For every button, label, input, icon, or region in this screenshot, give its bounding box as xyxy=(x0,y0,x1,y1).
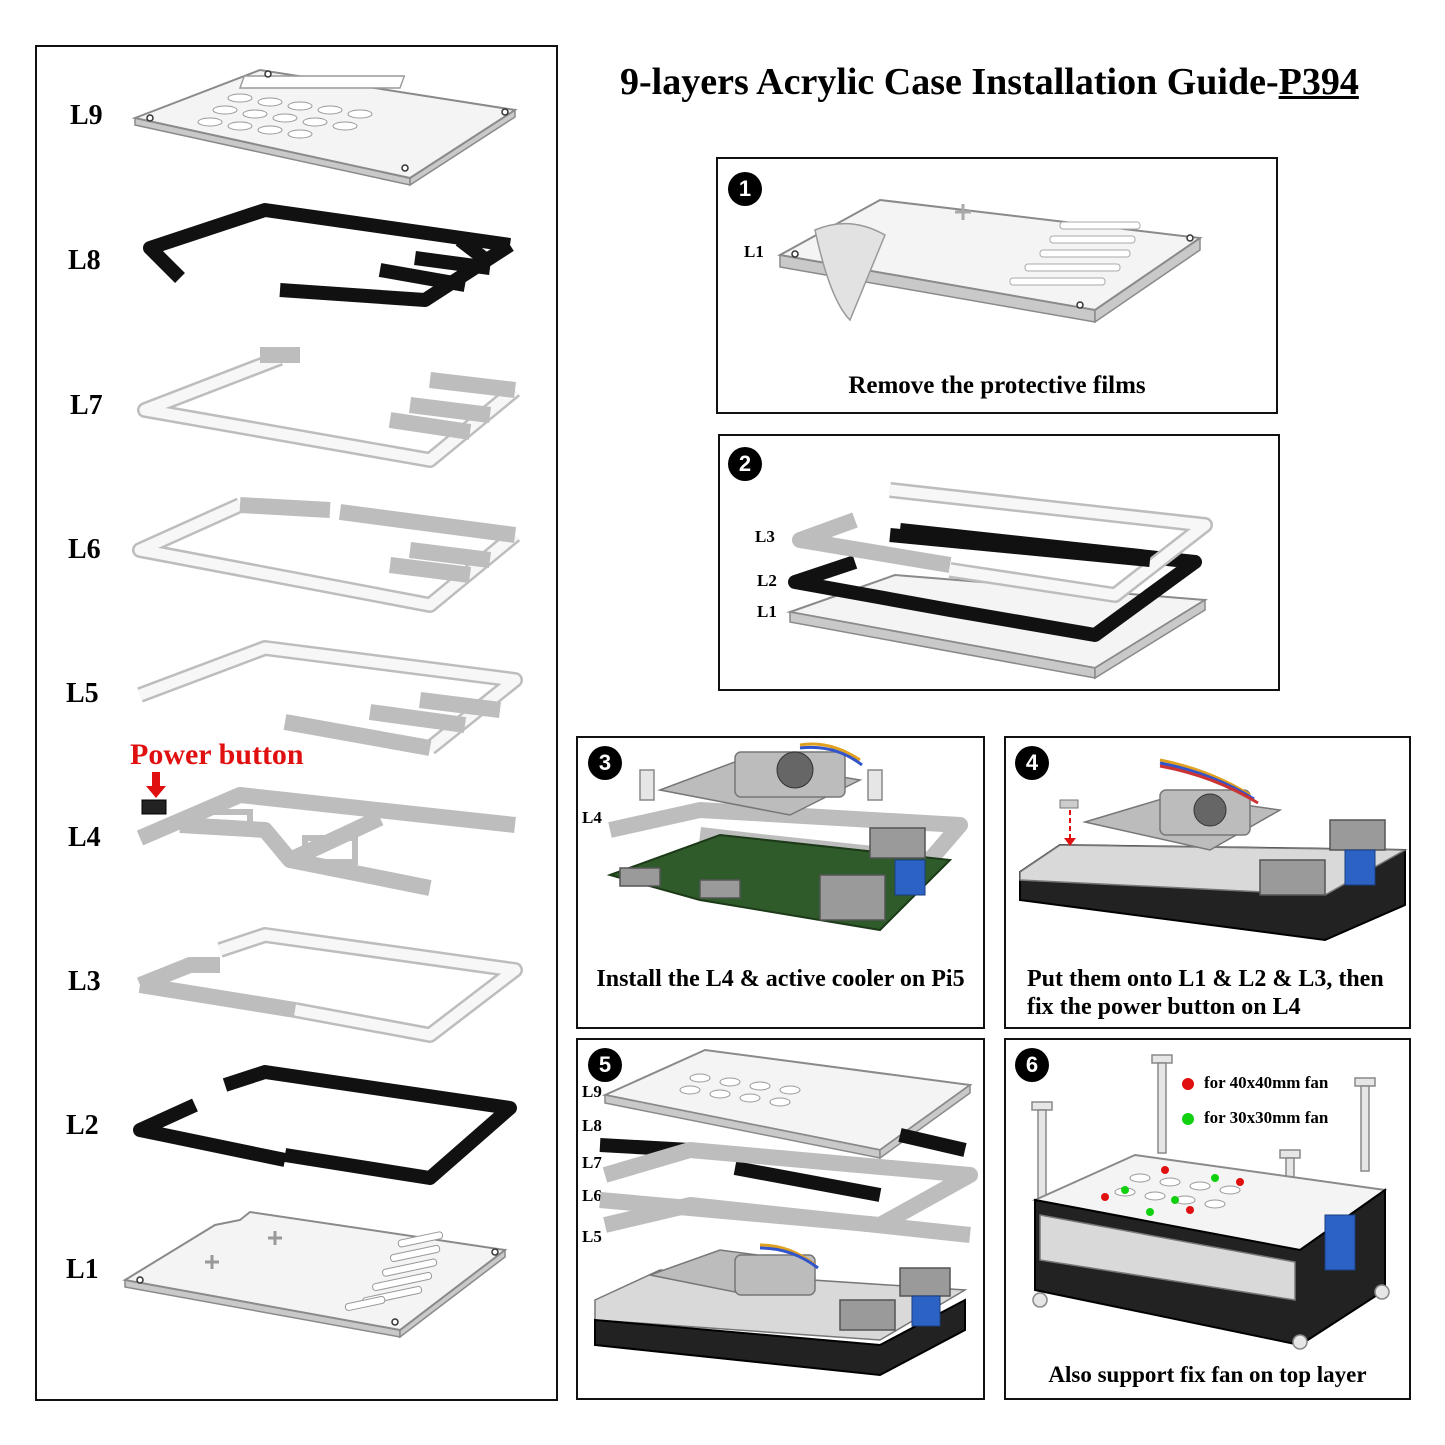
layer-l1-plate xyxy=(122,1210,508,1339)
layer-label-l2: L2 xyxy=(66,1110,99,1141)
layer-l2-frame xyxy=(133,1065,517,1185)
layer-label-l9: L9 xyxy=(70,100,103,131)
step-4-caption-line2: fix the power button on L4 xyxy=(1027,994,1301,1020)
step-5-label-l6: L6 xyxy=(582,1186,602,1205)
layer-l7-frame xyxy=(137,347,521,468)
step-1-label-l1: L1 xyxy=(744,242,764,261)
fan-hole-markers xyxy=(1101,1166,1244,1216)
title-code: P394 xyxy=(1278,61,1359,103)
step-6-caption: Also support fix fan on top layer xyxy=(1048,1362,1367,1387)
layer-label-l4: L4 xyxy=(68,822,101,853)
layer-label-l8: L8 xyxy=(68,245,101,276)
step-2-label-l3: L3 xyxy=(755,527,775,546)
step-2-label-l1: L1 xyxy=(757,602,777,621)
layer-label-l3: L3 xyxy=(68,966,101,997)
step-2-label-l2: L2 xyxy=(757,571,777,590)
step-5-label-l5: L5 xyxy=(582,1227,602,1246)
step-4-caption-line1: Put them onto L1 & L2 & L3, then xyxy=(1027,966,1384,992)
legend-dot-green xyxy=(1182,1113,1194,1126)
step-6-number: 6 xyxy=(1015,1048,1049,1082)
nuts xyxy=(1032,1284,1390,1350)
layer-l5-frame xyxy=(137,640,523,756)
legend-30mm-text: for 30x30mm fan xyxy=(1204,1108,1329,1127)
step-1-caption: Remove the protective films xyxy=(848,372,1146,399)
step-2-number: 2 xyxy=(728,447,762,481)
legend-30mm: for 30x30mm fan xyxy=(1182,1108,1328,1128)
power-button-part xyxy=(141,799,167,815)
title-main: 9-layers Acrylic Case Installation Guide… xyxy=(620,61,1279,103)
step-4-number: 4 xyxy=(1015,746,1049,780)
layer-l3-frame xyxy=(137,927,523,1043)
layer-l4-frame xyxy=(136,787,516,896)
layer-label-l7: L7 xyxy=(70,390,103,421)
step-3-label-l4: L4 xyxy=(582,808,602,827)
power-button-arrow xyxy=(146,772,166,798)
step-3-caption: Install the L4 & active cooler on Pi5 xyxy=(596,966,965,992)
page-title: 9-layers Acrylic Case Installation Guide… xyxy=(620,60,1359,104)
step-5-label-l9: L9 xyxy=(582,1082,602,1101)
step-5-number: 5 xyxy=(588,1048,622,1082)
step-5-label-l7: L7 xyxy=(582,1153,602,1172)
layer-l9-plate xyxy=(131,68,518,187)
legend-40mm: for 40x40mm fan xyxy=(1182,1073,1328,1093)
step-3-number: 3 xyxy=(588,746,622,780)
layer-label-l6: L6 xyxy=(68,534,101,565)
step-5-label-l8: L8 xyxy=(582,1116,602,1135)
step-1-number: 1 xyxy=(728,172,762,206)
layer-l8-frame xyxy=(143,203,514,307)
layer-label-l5: L5 xyxy=(66,678,99,709)
layer-label-l1: L1 xyxy=(66,1254,99,1285)
power-button-label: Power button xyxy=(130,738,304,771)
layer-l6-frame xyxy=(132,497,521,613)
legend-dot-red xyxy=(1182,1078,1194,1091)
legend-40mm-text: for 40x40mm fan xyxy=(1204,1073,1329,1092)
